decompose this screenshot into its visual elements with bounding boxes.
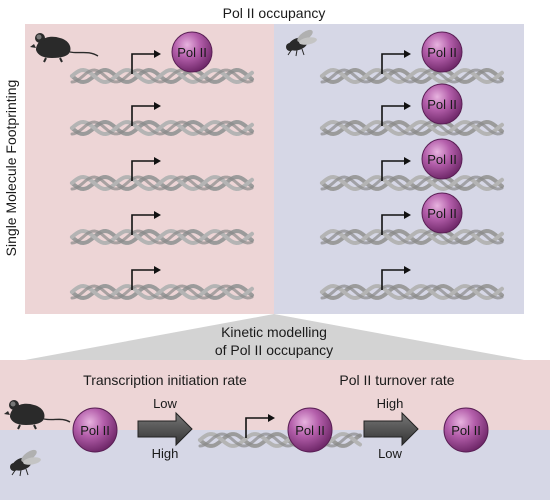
pol2-free-left: Pol II xyxy=(72,407,118,453)
turnover-label: Pol II turnover rate xyxy=(339,372,454,388)
dna-strand-1-2 xyxy=(320,174,504,192)
pol2-1-3: Pol II xyxy=(421,192,463,234)
tss-arrow-1-2 xyxy=(381,157,411,181)
fly-icon xyxy=(286,29,317,57)
tss-arrow-1-4 xyxy=(381,266,411,290)
pol2-1-2: Pol II xyxy=(421,138,463,180)
tss-arrow-1-3 xyxy=(381,211,411,235)
tss-arrow-bottom xyxy=(245,414,275,438)
turnover-top-label: High xyxy=(377,396,404,411)
tss-arrow-0-1 xyxy=(131,102,161,126)
dna-strand-0-0 xyxy=(70,67,254,85)
initiation-label: Transcription initiation rate xyxy=(83,372,247,388)
pol2-group-bottom: Pol II Pol II Pol II xyxy=(72,407,489,453)
turnover-arrow xyxy=(363,411,419,447)
dna-strand-1-3 xyxy=(320,228,504,246)
top-title: Pol II occupancy xyxy=(223,5,326,21)
modelling-title-2: of Pol II occupancy xyxy=(215,342,333,358)
tss-arrow-0-3 xyxy=(131,211,161,235)
tss-arrow-0-4 xyxy=(131,266,161,290)
pol2-label: Pol II xyxy=(295,423,325,438)
modelling-fan xyxy=(25,314,524,360)
pol2-label: Pol II xyxy=(177,45,207,60)
turnover-bottom-label: Low xyxy=(378,446,402,461)
dna-strand-1-1 xyxy=(320,119,504,137)
pol2-0-0: Pol II xyxy=(171,31,213,73)
dna-strand-0-2 xyxy=(70,174,254,192)
pol2-group-top: Pol II Pol II Pol II Pol II Pol II xyxy=(171,31,463,234)
dna-strand-bottom xyxy=(198,432,362,448)
pol2-bound-bottom: Pol II xyxy=(287,407,333,453)
initiation-top-label: Low xyxy=(153,396,177,411)
pol2-free-right: Pol II xyxy=(443,407,489,453)
tss-arrow-1-0 xyxy=(381,50,411,74)
pol2-label: Pol II xyxy=(451,423,481,438)
dna-strand-1-0 xyxy=(320,67,504,85)
dna-strand-1-4 xyxy=(320,283,504,301)
dna-strand-0-3 xyxy=(70,228,254,246)
fly-icon-bottom xyxy=(10,449,41,477)
pol2-1-1: Pol II xyxy=(421,83,463,125)
initiation-bottom-label: High xyxy=(152,446,179,461)
pol2-label: Pol II xyxy=(427,45,457,60)
pol2-label: Pol II xyxy=(427,97,457,112)
modelling-title-1: Kinetic modelling xyxy=(221,324,327,340)
pol2-label: Pol II xyxy=(427,152,457,167)
tss-arrow-0-0 xyxy=(131,50,161,74)
tss-arrow-0-2 xyxy=(131,157,161,181)
mouse-icon-bottom xyxy=(4,400,71,430)
pol2-label: Pol II xyxy=(80,423,110,438)
dna-strands xyxy=(70,50,504,301)
mouse-icon xyxy=(30,33,99,63)
pol2-label: Pol II xyxy=(427,206,457,221)
dna-strand-0-4 xyxy=(70,283,254,301)
initiation-arrow xyxy=(137,411,193,447)
pol2-1-0: Pol II xyxy=(421,31,463,73)
dna-strand-0-1 xyxy=(70,119,254,137)
side-label: Single Molecule Footprinting xyxy=(3,80,19,257)
tss-arrow-1-1 xyxy=(381,102,411,126)
